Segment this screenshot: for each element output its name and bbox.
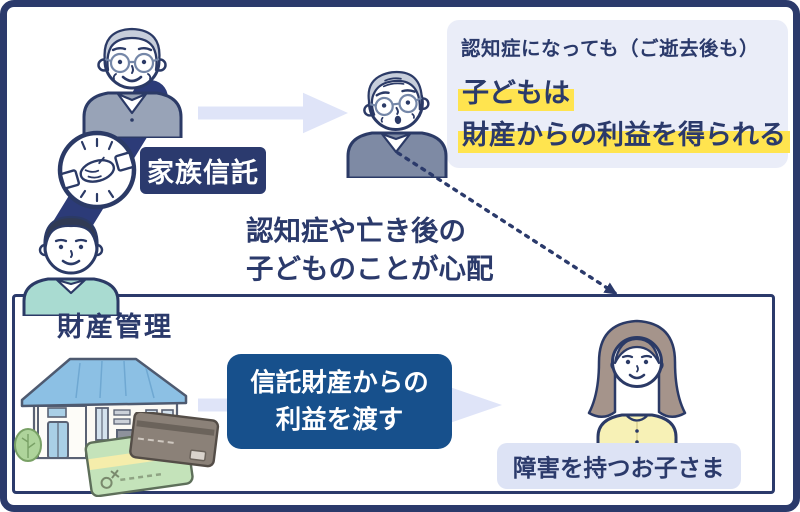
benefit-text-line2: 財産からの利益を得られる [458, 112, 790, 153]
benefit-condition-text: 認知症になっても（ご逝去後も） [461, 38, 760, 60]
worry-text: 認知症や亡き後の 子どものことが心配 [246, 212, 494, 288]
daughter-illustration [587, 319, 687, 456]
action-box-line1: 信託財産からの [250, 369, 429, 398]
property-management-title: 財産管理 [57, 312, 173, 342]
benefit-panel: 認知症になっても（ご逝去後も） 子どもは 財産からの利益を得られる [447, 20, 790, 168]
handshake-icon [57, 130, 137, 210]
grandfather-healthy-illustration [82, 27, 183, 138]
benefit-text-line1: 子どもは [458, 70, 574, 111]
family-trust-badge: 家族信託 [140, 147, 266, 194]
son-illustration [22, 215, 120, 316]
worry-text-line2: 子どものことが心配 [246, 253, 494, 284]
disabled-child-label: 障害を持つお子さま [497, 443, 741, 489]
arrow-grandfather-to-dementia [198, 92, 348, 134]
grandfather-dementia-illustration [346, 71, 448, 178]
trust-benefit-action-box: 信託財産からの 利益を渡す [227, 354, 452, 449]
action-box-line2: 利益を渡す [275, 405, 404, 434]
worry-text-line1: 認知症や亡き後の [246, 215, 466, 246]
credit-cards-illustration [84, 412, 220, 497]
